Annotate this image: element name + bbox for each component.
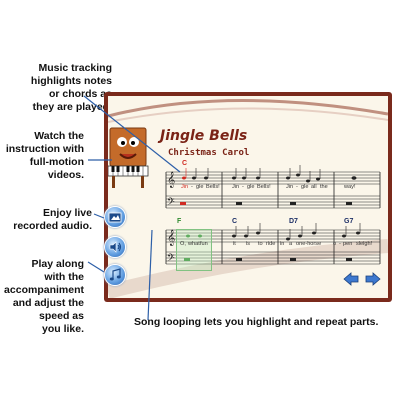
lyric-syllable: Jin: [232, 184, 240, 190]
callout-recorded-audio: Enjoy live recorded audio.: [4, 207, 92, 233]
chord-label: D7: [289, 218, 298, 225]
callout-line: they are played.: [32, 101, 112, 113]
bass-clef-icon: 𝄢: [167, 252, 175, 266]
callout-line: Watch the: [34, 130, 84, 142]
song-title: Jingle Bells: [160, 128, 248, 144]
chord-label-highlighted: C: [182, 160, 188, 167]
lyric-syllable: Jin: [181, 184, 189, 190]
callout-song-looping: Song looping lets you highlight and repe…: [134, 316, 379, 328]
lyric-syllable: gle: [196, 184, 204, 190]
chord-label: C: [232, 218, 238, 225]
callout-instruction-videos: Watch the instruction with full-motion v…: [4, 130, 84, 182]
forward-button[interactable]: [365, 272, 381, 286]
video-button[interactable]: [104, 206, 126, 228]
lyric-syllable: gle: [247, 184, 255, 190]
lyric-syllable: O,: [180, 241, 186, 247]
lyric-syllable: -: [191, 184, 193, 190]
lyric-syllable: gle: [301, 184, 309, 190]
screen-decoration: [108, 98, 388, 298]
callout-line: accompaniment: [4, 284, 84, 296]
lyric-syllable: all: [311, 184, 317, 190]
callout-line: recorded audio.: [13, 220, 92, 232]
pointer-line: [83, 95, 181, 173]
callout-line: Music tracking: [38, 62, 112, 74]
callout-line: you like.: [41, 323, 84, 335]
lyric-syllable: it: [233, 241, 236, 247]
forward-arrow-icon: [365, 272, 381, 286]
loop-selection-region[interactable]: [176, 229, 212, 271]
callout-line: and adjust the: [12, 297, 84, 309]
sheet-music: 𝄞 𝄢 𝄞 𝄢: [165, 165, 381, 266]
callout-line: full-motion: [29, 156, 84, 168]
callout-music-tracking: Music tracking highlights notes or chord…: [4, 62, 112, 114]
lyric-syllable: the: [320, 184, 328, 190]
callout-line: or chords as: [48, 88, 112, 100]
callout-line: videos.: [47, 169, 84, 181]
back-arrow-icon: [343, 272, 359, 286]
chord-label: F: [177, 218, 182, 225]
bass-clef-icon: 𝄢: [167, 196, 175, 210]
video-icon: [108, 212, 122, 223]
treble-clef-icon: 𝄞: [167, 172, 175, 188]
callout-line: Enjoy live: [42, 207, 92, 219]
lyric-syllable: Jin: [286, 184, 294, 190]
lyric-syllable: a: [289, 241, 293, 247]
callout-line: speed as: [39, 310, 84, 322]
decor-swoosh: [108, 107, 388, 123]
callout-line: with the: [44, 271, 84, 283]
callout-accompaniment: Play along with the accompaniment and ad…: [4, 258, 84, 336]
callout-line: highlights notes: [30, 75, 112, 87]
callout-line: Play along: [31, 258, 84, 270]
decor-swoosh: [108, 98, 388, 118]
lyric-syllable: what: [188, 241, 200, 247]
lyric-syllable: to: [258, 241, 263, 247]
lyric-syllable: -: [296, 184, 298, 190]
speaker-icon: [109, 241, 122, 253]
lyric-syllable: Bells!: [206, 184, 220, 190]
callout-line: instruction with: [5, 143, 84, 155]
accompaniment-button[interactable]: [104, 264, 126, 286]
music-notes-icon: [109, 268, 121, 281]
lyric-syllable: fun: [200, 241, 208, 247]
lyric-syllable: pen: [343, 241, 353, 247]
app-screen: [108, 96, 388, 298]
lyric-syllable: one-horse: [296, 241, 322, 247]
lyric-syllable: -: [242, 184, 244, 190]
lyric-syllable: -: [339, 241, 341, 247]
decor-swoosh: [108, 239, 388, 298]
lyric-syllable: is: [246, 241, 251, 247]
pointer-line: [87, 261, 105, 273]
lyric-syllable: Bells!: [257, 184, 271, 190]
song-subtitle: Christmas Carol: [168, 148, 250, 158]
pointer-line: [147, 229, 153, 321]
lyric-syllable: in: [280, 241, 285, 247]
lyric-syllable: o: [333, 241, 337, 247]
lyric-syllable: ride: [266, 241, 276, 247]
lyric-syllable: sleigh!: [356, 241, 373, 247]
note-highlighted: [182, 176, 186, 180]
lyric-syllable: way!: [344, 184, 356, 190]
pointer-line: [93, 213, 105, 219]
treble-clef-icon: 𝄞: [167, 230, 175, 246]
audio-button[interactable]: [104, 236, 126, 258]
chord-label: G7: [344, 218, 354, 225]
back-button[interactable]: [343, 272, 359, 286]
